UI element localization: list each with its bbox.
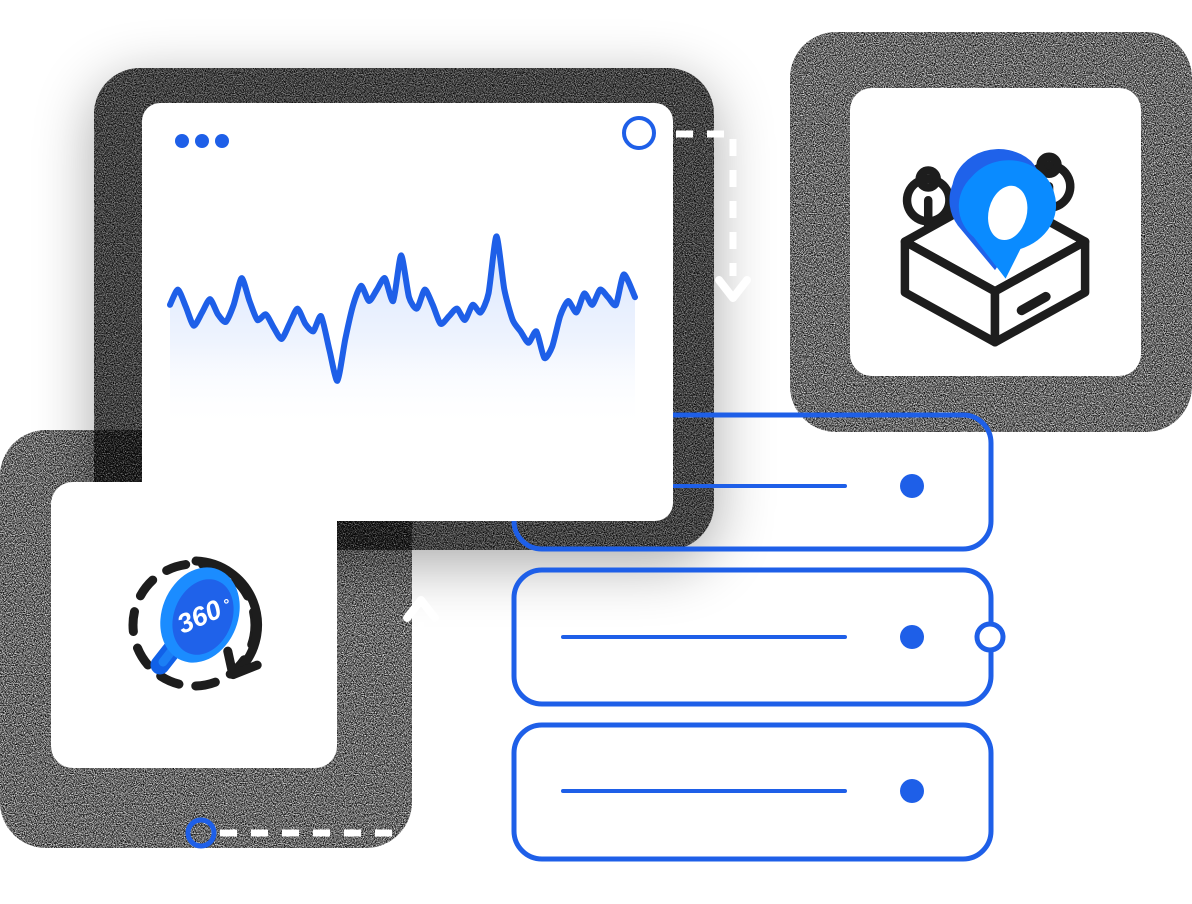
window-traffic-dots[interactable] — [175, 134, 229, 148]
chart-canvas — [167, 233, 638, 430]
dashed-connector-top-right — [676, 130, 751, 302]
rotate-arc-icon — [191, 556, 263, 675]
origin-node-ring[interactable] — [185, 817, 217, 849]
data-panel-middle-dot[interactable] — [900, 625, 924, 649]
magnifier-lens-inner — [172, 579, 234, 655]
panel-middle-node-ring[interactable] — [974, 621, 1006, 653]
data-panel-middle[interactable] — [511, 567, 994, 707]
dashed-connectors-group — [220, 130, 1096, 837]
primary-location-pin-icon — [949, 149, 1057, 279]
data-panel-bottom-dot[interactable] — [900, 779, 924, 803]
chart-area-fill — [170, 236, 635, 430]
chart-line — [167, 233, 638, 384]
analytics-browser-window[interactable] — [142, 103, 673, 521]
rotate-arrow-head-icon — [223, 646, 262, 680]
data-panel-bottom[interactable] — [511, 722, 994, 862]
arrow-head-up-right-icon — [1060, 465, 1096, 491]
window-dot-3 — [215, 134, 229, 148]
window-dot-2 — [195, 134, 209, 148]
location-pin-on-box-icon — [900, 149, 1090, 347]
three-sixty-view-card[interactable]: 360 ° — [51, 482, 337, 768]
record-status-ring[interactable] — [622, 116, 656, 150]
arrow-head-down-icon — [715, 276, 751, 302]
dashed-connector-right-riser — [1024, 465, 1096, 641]
arrow-head-up-left-icon — [403, 596, 439, 622]
magnifier-360-icon: 360 ° — [128, 556, 263, 691]
dashed-connector-bottom-left — [220, 596, 439, 837]
data-panel-bottom-outline[interactable] — [511, 722, 994, 862]
data-panel-top-dot[interactable] — [900, 474, 924, 498]
geo-location-card[interactable] — [850, 88, 1141, 376]
window-dot-1 — [175, 134, 189, 148]
